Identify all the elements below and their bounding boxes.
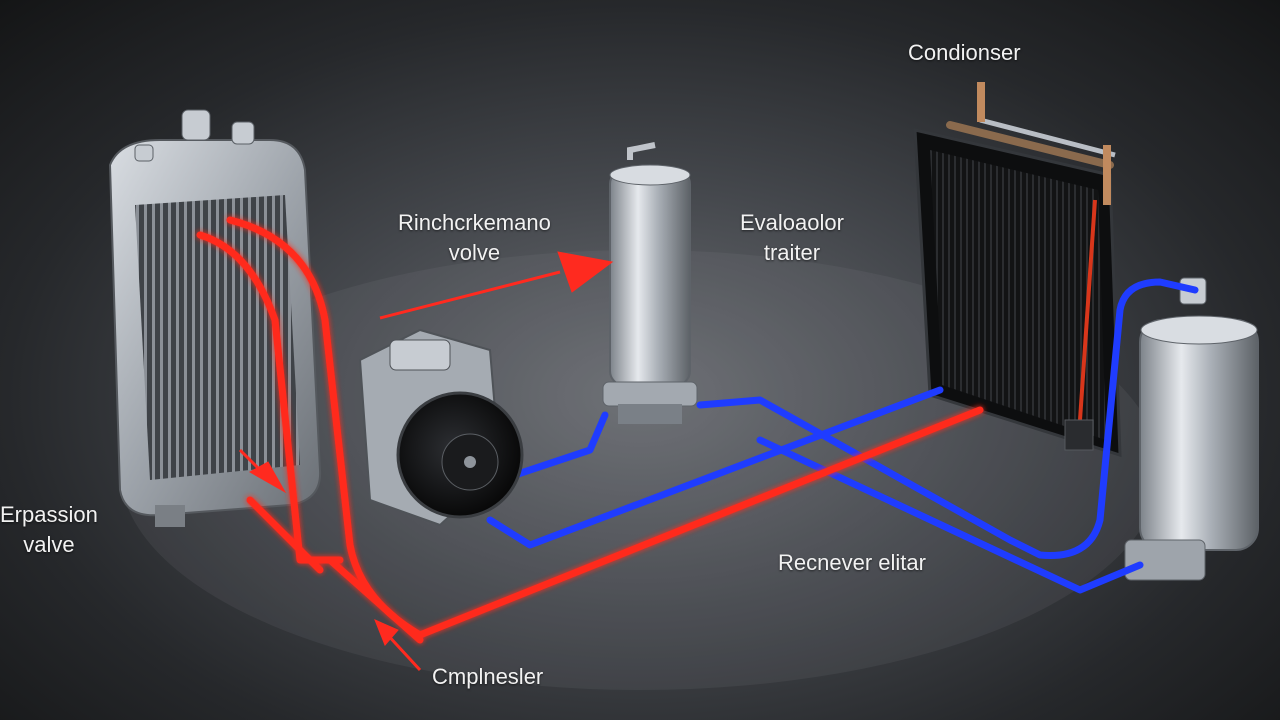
cold-lines: [486, 278, 1199, 594]
label-condenser-text: Condionser: [908, 40, 1021, 65]
label-receiver-text: Recnever elitar: [778, 550, 926, 575]
compressor-unit: [358, 328, 524, 527]
label-condenser: Condionser: [908, 38, 1021, 68]
condenser-unit: [913, 82, 1122, 458]
label-compressor: Cmplnesler: [432, 662, 543, 692]
top-canister: [602, 142, 698, 424]
label-receiver: Recnever elitar: [778, 548, 926, 578]
label-evaluator-line2: traiter: [763, 240, 821, 265]
label-expansion-valve: Erpassion valve: [0, 500, 98, 560]
label-compressor-text: Cmplnesler: [432, 664, 544, 689]
red-arrows: [238, 251, 614, 672]
label-top-valve: Rinchcrkemano volve: [398, 208, 551, 268]
label-top-valve-line2: volve: [448, 240, 501, 265]
label-top-valve-line1: Rinchcrkemano: [398, 210, 551, 235]
label-expansion-line1: Erpassion: [0, 502, 98, 527]
label-evaluator: Evaloaolor traiter: [740, 208, 844, 268]
label-evaluator-line1: Evaloaolor: [740, 210, 844, 235]
label-expansion-line2: valve: [23, 532, 75, 557]
hot-lines: [196, 216, 984, 644]
right-canister: [1124, 277, 1259, 581]
